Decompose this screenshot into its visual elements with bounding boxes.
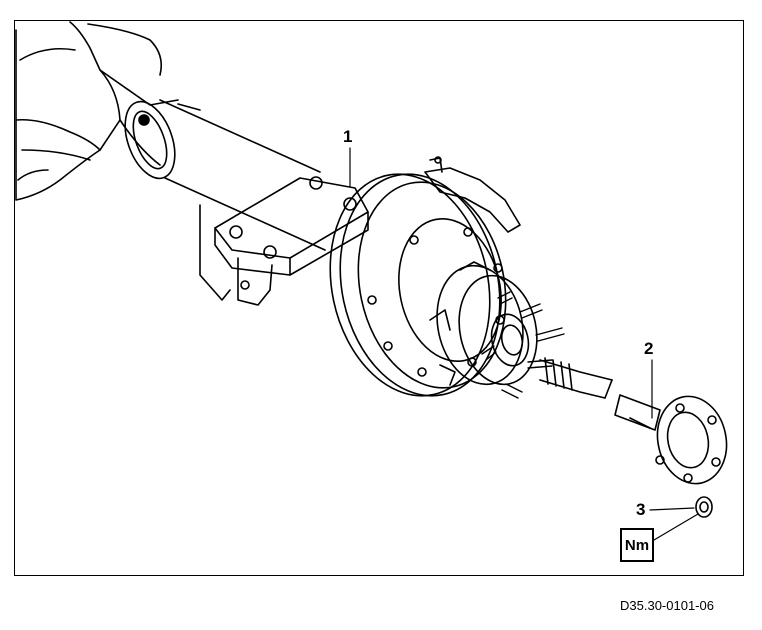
callout-1: 1 (343, 127, 353, 146)
reference-code: D35.30-0101-06 (620, 598, 714, 613)
brake-disc (329, 173, 507, 397)
wheel-studs (481, 291, 565, 399)
diagram-frame (14, 20, 744, 576)
leader-lines (349, 147, 699, 541)
torque-symbol-box: Nm (620, 528, 654, 562)
callout-2: 2 (644, 339, 654, 358)
wheel-hub (429, 261, 538, 386)
brake-caliper (424, 156, 521, 233)
callout-3: 3 (636, 500, 646, 519)
nut (695, 496, 713, 518)
differential-housing (15, 21, 179, 201)
spring-mount-bracket (199, 176, 369, 306)
axle-tube (124, 99, 326, 251)
drive-shaft (539, 357, 728, 485)
